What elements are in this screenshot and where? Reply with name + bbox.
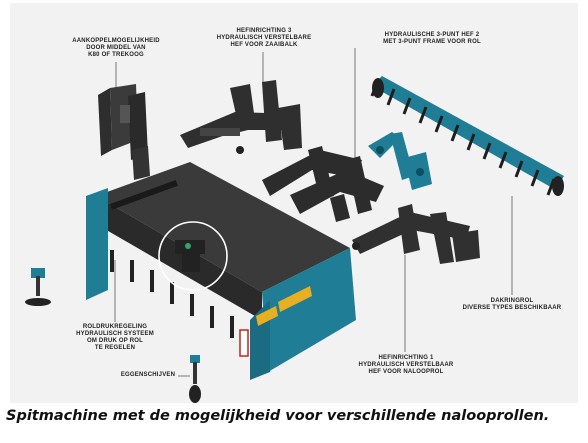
hitch-bracket (98, 84, 150, 180)
figure-caption: Spitmachine met de mogelijkheid voor ver… (6, 408, 550, 424)
roller (370, 76, 564, 196)
label-lift-3: HEFINRICHTING 3 HYDRAULISCH VERSTELBARE … (216, 28, 312, 48)
lift-1 (352, 204, 480, 264)
harrow-disc-bottom (189, 355, 201, 403)
label-coupling: AANKOPPELMOGELIJKHEID DOOR MIDDEL VAN K8… (72, 38, 160, 58)
label-harrow-discs: EGGENSCHIJVEN (120, 372, 176, 378)
lift-2-arm (368, 132, 432, 190)
leader-lines (114, 48, 513, 377)
lift-2-frame (262, 146, 384, 222)
label-roller-pressure: ROLDRUKREGELING HYDRAULISCH SYSTEEM OM D… (76, 324, 154, 351)
label-roller: DAKRINGROL DIVERSE TYPES BESCHIKBAAR (462, 298, 562, 311)
label-lift-2: HYDRAULISCHE 3-PUNT HEF 2 MET 3-PUNT FRA… (383, 32, 481, 45)
harrow-disc-left (25, 268, 51, 306)
spading-machine (86, 162, 356, 380)
lift-3 (180, 80, 302, 154)
label-lift-1: HEFINRICHTING 1 HYDRAULISCH VERSTELBAAR … (358, 355, 454, 375)
